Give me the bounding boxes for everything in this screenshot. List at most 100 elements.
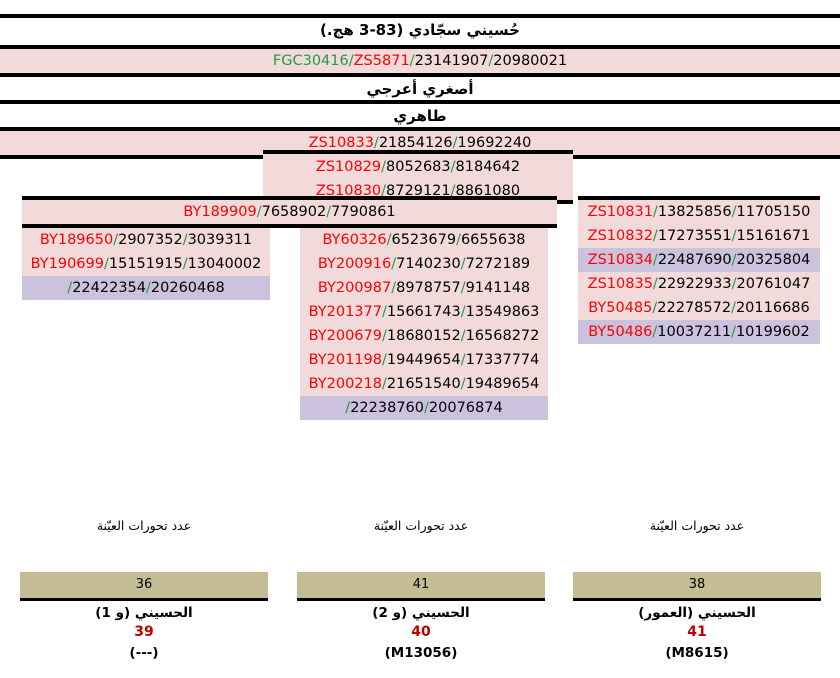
snp-segment: 20260468 [150, 280, 225, 296]
snp-line: ZS10829/8052683/8184642 [263, 155, 573, 179]
snp-segment: / [391, 256, 397, 272]
snp-segment: / [381, 183, 387, 199]
header-name-row-3: طاهري [393, 107, 447, 125]
right-column-rule-top [578, 196, 820, 200]
mid-block: ZS10829/8052683/8184642 ZS10830/8729121/… [263, 154, 573, 200]
snp-segment: 8052683 [386, 159, 451, 175]
snp-segment: 22238760 [350, 400, 424, 416]
snp-row: BY60326/6523679/6655638 [300, 228, 548, 252]
snp-segment: BY200987 [317, 280, 392, 296]
snp-segment: ZS10833 [308, 135, 374, 151]
snp-segment: 22922933 [657, 276, 732, 292]
snp-segment: / [348, 53, 354, 69]
snp-row: BY200987/8978757/9141148 [300, 276, 548, 300]
snp-segment: / [256, 204, 262, 220]
snp-segment: BY200218 [308, 376, 382, 392]
snp-segment: ZS5871 [353, 53, 410, 69]
summary-label: الحسيني (و 2) [372, 605, 470, 621]
snp-segment: 8184642 [455, 159, 521, 175]
snp-segment: 8978757 [396, 280, 461, 296]
snp-row: BY190699/15151915/13040002 [22, 252, 270, 276]
snp-segment: / [450, 159, 456, 175]
snp-segment: BY201198 [308, 352, 382, 368]
snp-segment: 10199602 [735, 324, 810, 340]
snp-segment: / [326, 204, 332, 220]
snp-segment: 20980021 [493, 53, 568, 69]
snp-segment: BY200916 [317, 256, 392, 272]
snp-row: ZS10831/13825856/11705150 [578, 200, 820, 224]
snp-segment: 19489654 [465, 376, 540, 392]
summary-box-value: 38 [573, 572, 821, 601]
snp-segment: / [460, 304, 466, 320]
snp-line: BY189909/7658902/7790861 [22, 200, 557, 224]
snp-segment: 15661743 [386, 304, 461, 320]
snp-segment: / [182, 256, 188, 272]
snp-segment: / [113, 232, 119, 248]
snp-segment: / [652, 228, 658, 244]
snp-row: ZS10834/22487690/20325804 [578, 248, 820, 272]
snp-segment: BY200679 [308, 328, 382, 344]
snp-row: ZS10835/22922933/20761047 [578, 272, 820, 296]
snp-row: BY200679/18680152/16568272 [300, 324, 548, 348]
snp-segment: FGC30416 [272, 53, 349, 69]
snp-segment: / [373, 135, 379, 151]
summary-column-2: عدد تحورات العيّنة 38 الحسيني (العمور) 4… [573, 518, 821, 661]
snp-segment: 21651540 [386, 376, 461, 392]
snp-row: BY201377/15661743/13549863 [300, 300, 548, 324]
snp-segment: / [652, 300, 658, 316]
summary-box-value: 36 [20, 572, 268, 601]
snp-segment: 11705150 [736, 204, 811, 220]
snp-segment: 20761047 [736, 276, 811, 292]
header-snp-band-4: ZS10833/21854126/19692240 [0, 131, 840, 155]
snp-segment: 6655638 [460, 232, 526, 248]
snp-segment: / [731, 276, 737, 292]
header-rule-1 [0, 45, 840, 49]
snp-segment: ZS10831 [587, 204, 653, 220]
snp-segment: 8861080 [455, 183, 521, 199]
snp-row: BY50486/10037211/10199602 [578, 320, 820, 344]
snp-segment: 2907352 [118, 232, 183, 248]
snp-segment: / [381, 376, 387, 392]
header-rule-3 [0, 100, 840, 104]
summary-column-0: عدد تحورات العيّنة 36 الحسيني (و 1) 39 (… [20, 518, 268, 661]
snp-segment: / [488, 53, 494, 69]
snp-segment: 23141907 [414, 53, 489, 69]
wide-block: BY189909/7658902/7790861 [22, 200, 557, 224]
snp-segment: 6523679 [391, 232, 457, 248]
snp-segment: BY50485 [588, 300, 653, 316]
header-snp-band-1: FGC30416/ZS5871/23141907/20980021 [0, 49, 840, 73]
snp-segment: 17273551 [657, 228, 732, 244]
snp-segment: / [182, 232, 188, 248]
snp-segment: / [652, 324, 658, 340]
snp-segment: / [103, 256, 109, 272]
header-rule-2 [0, 73, 840, 77]
snp-segment: / [345, 400, 351, 416]
snp-segment: 20325804 [736, 252, 811, 268]
summary-count: 39 [134, 624, 154, 640]
snp-segment: / [652, 276, 658, 292]
snp-segment: / [386, 232, 392, 248]
snp-segment: BY190699 [30, 256, 104, 272]
summary-heading: عدد تحورات العيّنة [373, 518, 469, 533]
snp-segment: 8729121 [386, 183, 451, 199]
snp-segment: 15161671 [736, 228, 811, 244]
summary-heading: عدد تحورات العيّنة [96, 518, 192, 533]
snp-segment: 9141148 [465, 280, 531, 296]
summary-count: 41 [687, 624, 707, 640]
snp-segment: BY60326 [322, 232, 387, 248]
snp-segment: / [460, 376, 466, 392]
summary-label: الحسيني (العمور) [638, 605, 756, 621]
snp-segment: / [450, 183, 456, 199]
snp-segment: 10037211 [657, 324, 732, 340]
header-name-row-2: أصغري أعرجي [366, 80, 474, 98]
summary-code: (M13056) [384, 645, 458, 661]
snp-segment: 22487690 [657, 252, 732, 268]
snp-row: BY201198/19449654/17337774 [300, 348, 548, 372]
snp-segment: ZS10835 [587, 276, 653, 292]
summary-box-value: 41 [297, 572, 545, 601]
snp-segment: 13825856 [657, 204, 732, 220]
snp-segment: BY189909 [183, 204, 257, 220]
header-name-row-0: حُسيني سجّادي (83-3 هج.) [320, 21, 520, 39]
